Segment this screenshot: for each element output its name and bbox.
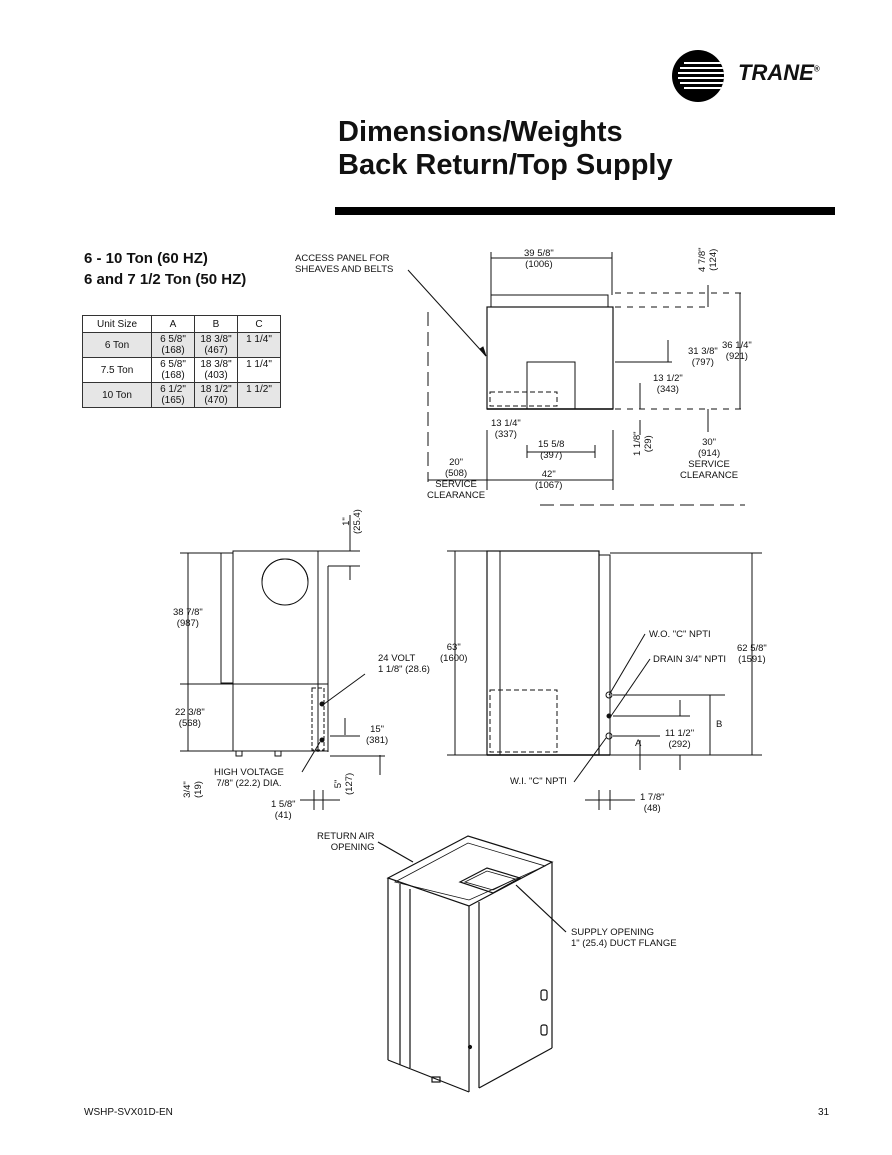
water-in-label: W.I. "C" NPTI (510, 776, 567, 787)
dim-label: 36 1/4"(921) (722, 340, 752, 362)
dim-label: 39 5/8"(1006) (524, 248, 554, 270)
dim-label: 4 7/8"(124) (697, 247, 719, 272)
dim-b-label: B (716, 719, 723, 730)
dim-label: 15 5/8(397) (538, 439, 565, 461)
dim-label: 42"(1067) (535, 469, 563, 491)
brand-name: TRANE® (738, 60, 820, 85)
dim-label: 62 5/8"(1591) (737, 643, 767, 665)
dim-label: 13 1/4"(337) (491, 418, 521, 440)
side-view-drawing (180, 515, 385, 810)
doc-number: WSHP-SVX01D-EN (84, 1107, 173, 1118)
top-view-drawing (407, 252, 745, 506)
dim-label: 63"(1600) (440, 642, 468, 664)
dim-label: 11 1/2"(292) (665, 728, 695, 750)
dim-label: 1 5/8"(41) (271, 799, 296, 821)
dim-label: 3/4"(19) (182, 781, 204, 798)
dim-label: 13 1/2"(343) (653, 373, 683, 395)
dim-label: 38 7/8"(987) (173, 607, 203, 629)
dim-label: 15"(381) (366, 724, 389, 746)
dim-label: 22 3/8"(568) (175, 707, 205, 729)
dim-label: 1 7/8"(48) (640, 792, 665, 814)
dimension-table: Unit Size A B C 6 Ton 6 5/8"(168) 18 3/8… (82, 315, 281, 408)
dim-label: 5"(127) (333, 772, 355, 795)
dim-label: 1 1/8"(29) (632, 431, 654, 456)
dim-label: 1"(25.4) (341, 509, 363, 534)
dim-label: 31 3/8"(797) (688, 346, 718, 368)
isometric-view-drawing (377, 835, 567, 1093)
unit-subtitle: 6 - 10 Ton (60 HZ) 6 and 7 1/2 Ton (50 H… (84, 250, 247, 288)
drain-label: DRAIN 3/4" NPTI (653, 654, 727, 665)
page-number: 31 (818, 1107, 830, 1118)
table-row: 6 Ton 6 5/8"(168) 18 3/8"(467) 1 1/4" (82, 332, 281, 358)
front-view-drawing (447, 550, 762, 810)
title-rule (335, 207, 835, 215)
dim-a-label: A (635, 738, 642, 749)
water-out-label: W.O. "C" NPTI (649, 629, 711, 640)
trane-logo-icon (672, 50, 724, 102)
page-title: Dimensions/Weights Back Return/Top Suppl… (338, 116, 673, 181)
table-row: 10 Ton 6 1/2"(165) 18 1/2"(470) 1 1/2" (82, 382, 281, 408)
